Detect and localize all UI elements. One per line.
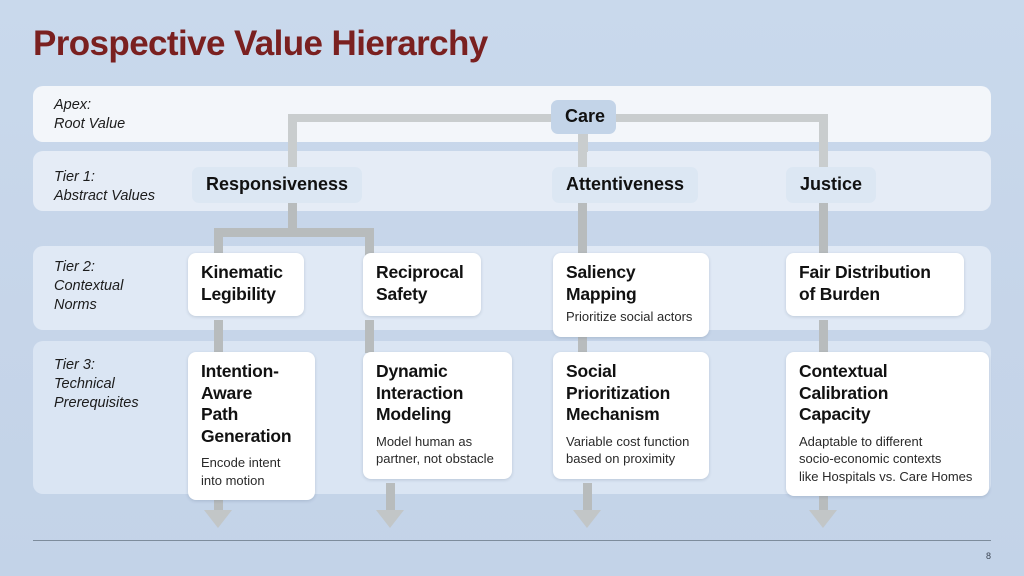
connector-outflow-4 <box>819 483 828 510</box>
connector-saliency-to-social <box>578 320 587 353</box>
connector-kinematic-to-intention <box>214 320 223 353</box>
node-title: Fair Distribution of Burden <box>799 262 931 304</box>
arrow-down-icon <box>376 510 404 528</box>
connector-justice-to-fair-distribution <box>819 198 828 258</box>
node-intention-aware-path-generation[interactable]: Intention- Aware Path Generation Encode … <box>188 352 315 500</box>
connector-responsiveness-stem <box>288 198 297 236</box>
connector-outflow-3 <box>583 483 592 510</box>
arrow-down-icon <box>204 510 232 528</box>
node-subtitle: Adaptable to different socio-economic co… <box>799 433 973 484</box>
node-kinematic-legibility[interactable]: Kinematic Legibility <box>188 253 304 316</box>
node-title: Contextual Calibration Capacity <box>799 361 889 424</box>
connector-care-to-responsiveness <box>288 114 297 171</box>
connector-outflow-2 <box>386 483 395 510</box>
node-subtitle: Variable cost function based on proximit… <box>566 433 690 467</box>
row-label-apex: Apex: Root Value <box>54 97 126 132</box>
row-label-tier1: Tier 1: Abstract Values <box>54 169 156 204</box>
node-subtitle: Prioritize social actors <box>566 309 693 324</box>
connector-attentiveness-to-saliency <box>578 198 587 258</box>
node-title: Dynamic Interaction Modeling <box>376 361 464 424</box>
node-responsiveness[interactable]: Responsiveness <box>192 167 363 203</box>
node-title: Kinematic Legibility <box>201 262 283 304</box>
connector-reciprocal-to-dynamic <box>365 320 374 353</box>
node-care[interactable]: Care <box>551 100 616 134</box>
connector-fair-to-contextual <box>819 320 828 353</box>
connector-responsiveness-to-kinematic <box>214 228 223 258</box>
arrow-down-icon <box>809 510 837 528</box>
page-title: Prospective Value Hierarchy <box>33 24 488 63</box>
row-label-tier3: Tier 3: Technical Prerequisites <box>54 357 139 411</box>
node-title: Reciprocal Safety <box>376 262 464 304</box>
node-title: Saliency Mapping <box>566 262 637 304</box>
node-subtitle: Model human as partner, not obstacle <box>376 433 494 467</box>
node-subtitle: Encode intent into motion <box>201 455 281 488</box>
node-title: Social Prioritization Mechanism <box>566 361 671 424</box>
node-fair-distribution-of-burden[interactable]: Fair Distribution of Burden <box>786 253 964 316</box>
arrow-down-icon <box>573 510 601 528</box>
footer-divider <box>33 540 991 541</box>
node-dynamic-interaction-modeling[interactable]: Dynamic Interaction Modeling Model human… <box>363 352 512 479</box>
connector-responsiveness-to-reciprocal <box>365 228 374 258</box>
node-justice[interactable]: Justice <box>786 167 877 203</box>
node-contextual-calibration-capacity[interactable]: Contextual Calibration Capacity Adaptabl… <box>786 352 989 496</box>
node-attentiveness[interactable]: Attentiveness <box>552 167 699 203</box>
connector-care-to-attentiveness <box>578 114 587 171</box>
page-number: 8 <box>985 551 991 561</box>
row-label-tier2: Tier 2: Contextual Norms <box>54 259 124 313</box>
node-social-prioritization-mechanism[interactable]: Social Prioritization Mechanism Variable… <box>553 352 709 479</box>
node-title: Intention- Aware Path Generation <box>201 361 292 446</box>
node-saliency-mapping[interactable]: Saliency Mapping Prioritize social actor… <box>553 253 709 337</box>
node-reciprocal-safety[interactable]: Reciprocal Safety <box>363 253 481 316</box>
connector-care-to-justice <box>819 114 828 171</box>
connector-responsiveness-bus <box>214 228 374 237</box>
